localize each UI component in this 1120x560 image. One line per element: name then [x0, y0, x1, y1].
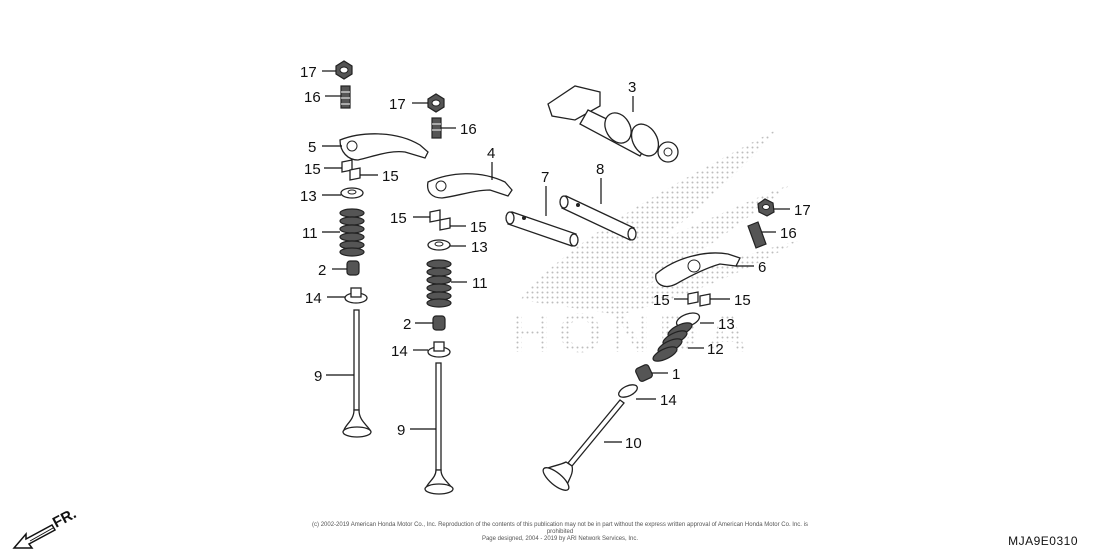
part-16-adjuster: [747, 221, 767, 249]
callout-14: 14: [660, 392, 677, 409]
right-valve-assembly: [542, 198, 775, 491]
honda-wordmark: HONDA: [510, 301, 755, 364]
part-8-rocker-shaft: [559, 195, 637, 241]
callout-15: 15: [382, 168, 399, 185]
copyright-line-1: (c) 2002-2019 American Honda Motor Co., …: [312, 522, 808, 535]
callout-13: 13: [471, 239, 488, 256]
part-15-cotter: [429, 209, 441, 223]
callout-1: 1: [672, 366, 680, 383]
copyright-notice: (c) 2002-2019 American Honda Motor Co., …: [300, 522, 820, 543]
callout-13: 13: [718, 316, 735, 333]
callout-4: 4: [487, 145, 495, 162]
part-14-spring-seat: [618, 384, 638, 398]
part-3-camshaft: [547, 85, 679, 163]
part-4-rocker-arm: [426, 173, 513, 199]
callout-labels: 17 16 5 15 15 13 11 2 14 9 17 16 4 15 15…: [300, 64, 811, 452]
part-15-cotter: [687, 291, 699, 305]
callout-7: 7: [541, 169, 549, 186]
part-11-valve-spring: [339, 208, 365, 257]
callout-17: 17: [794, 202, 811, 219]
part-10-valve: [542, 399, 625, 491]
diagram-id: MJA9E0310: [1008, 534, 1078, 548]
part-5-rocker-arm: [339, 133, 429, 161]
part-11-valve-spring: [426, 259, 452, 308]
part-9-valve: [342, 309, 372, 438]
front-arrow-icon: FR.: [12, 505, 79, 549]
part-15-cotter: [439, 217, 451, 231]
callout-17: 17: [300, 64, 317, 81]
callout-2: 2: [403, 316, 411, 333]
callout-8: 8: [596, 161, 604, 178]
left-valve-assembly: [335, 60, 429, 438]
callout-2: 2: [318, 262, 326, 279]
callout-6: 6: [758, 259, 766, 276]
part-16-adjuster: [340, 85, 351, 109]
callout-14: 14: [305, 290, 322, 307]
callout-16: 16: [460, 121, 477, 138]
callout-9: 9: [314, 368, 322, 385]
callout-16: 16: [304, 89, 321, 106]
part-1-stem-seal: [635, 364, 653, 382]
callout-3: 3: [628, 79, 636, 96]
callout-9: 9: [397, 422, 405, 439]
middle-valve-assembly: [424, 93, 513, 495]
leader-lines: [322, 70, 790, 443]
callout-15: 15: [390, 210, 407, 227]
part-15-cotter: [349, 167, 361, 181]
wing-watermark-icon: [520, 128, 800, 315]
part-9-valve: [424, 362, 454, 495]
part-2-stem-seal: [346, 260, 360, 276]
part-16-adjuster: [431, 117, 442, 139]
part-2-stem-seal: [432, 315, 446, 331]
callout-15: 15: [653, 292, 670, 309]
camshaft-group: [505, 85, 679, 247]
part-15-cotter: [699, 293, 711, 307]
copyright-line-2: Page designed, 2004 - 2019 by ARI Networ…: [481, 536, 639, 542]
callout-13: 13: [300, 188, 317, 205]
callout-17: 17: [389, 96, 406, 113]
callout-5: 5: [308, 139, 316, 156]
callout-16: 16: [780, 225, 797, 242]
callout-15: 15: [470, 219, 487, 236]
part-12-valve-spring: [652, 322, 693, 362]
callout-15: 15: [304, 161, 321, 178]
callout-14: 14: [391, 343, 408, 360]
honda-watermark: HONDA: [510, 128, 800, 364]
callout-11: 11: [472, 275, 488, 292]
front-direction-indicator: FR.: [12, 505, 92, 557]
callout-12: 12: [707, 341, 724, 358]
callout-10: 10: [625, 435, 642, 452]
callout-11: 11: [302, 225, 318, 242]
part-7-rocker-shaft: [505, 211, 579, 247]
callout-15: 15: [734, 292, 751, 309]
